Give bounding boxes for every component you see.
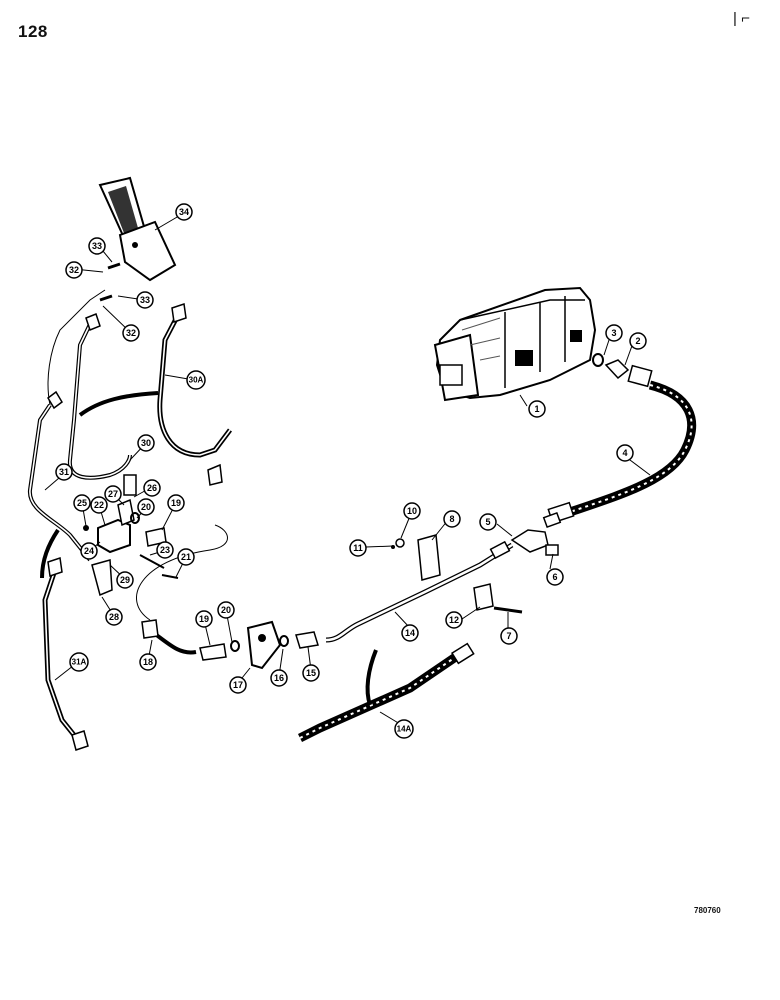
svg-text:10: 10 xyxy=(407,506,417,516)
callout: 27 xyxy=(104,485,122,503)
svg-text:34: 34 xyxy=(179,207,189,217)
callout: 3 xyxy=(605,324,623,342)
svg-text:26: 26 xyxy=(147,483,157,493)
svg-text:14: 14 xyxy=(405,628,415,638)
svg-text:3: 3 xyxy=(611,328,616,338)
callout: 15 xyxy=(302,664,320,682)
callout: 32 xyxy=(65,261,83,279)
svg-text:20: 20 xyxy=(141,502,151,512)
svg-text:20: 20 xyxy=(221,605,231,615)
callout: 30 xyxy=(137,434,155,452)
callout: 11 xyxy=(349,539,367,557)
callout: 6 xyxy=(546,568,564,586)
svg-text:11: 11 xyxy=(353,543,363,553)
svg-text:32: 32 xyxy=(126,328,136,338)
svg-text:30A: 30A xyxy=(189,376,204,385)
pump-fitting xyxy=(592,353,653,388)
callout: 33 xyxy=(88,237,106,255)
svg-text:31A: 31A xyxy=(72,658,87,667)
svg-text:33: 33 xyxy=(92,241,102,251)
callout: 5 xyxy=(479,513,497,531)
svg-text:19: 19 xyxy=(171,498,181,508)
callout: 24 xyxy=(80,542,98,560)
svg-text:25: 25 xyxy=(77,498,87,508)
svg-text:6: 6 xyxy=(552,572,557,582)
callout: 33 xyxy=(136,291,154,309)
svg-text:21: 21 xyxy=(181,552,191,562)
callout: 12 xyxy=(445,611,463,629)
hydraulic-pump xyxy=(433,286,597,402)
callout: 19 xyxy=(195,610,213,628)
callout: 8 xyxy=(443,510,461,528)
callout: 28 xyxy=(105,608,123,626)
callout: 18 xyxy=(139,653,157,671)
callout: 23 xyxy=(156,541,174,559)
svg-text:30: 30 xyxy=(141,438,151,448)
callout: 1 xyxy=(528,400,546,418)
svg-text:18: 18 xyxy=(143,657,153,667)
callout: 21 xyxy=(177,548,195,566)
page-number: 128 xyxy=(18,22,48,41)
callout: 31 xyxy=(55,463,73,481)
callout: 2 xyxy=(629,332,647,350)
bolt xyxy=(493,606,523,614)
svg-text:1: 1 xyxy=(534,404,539,414)
clamp-plate xyxy=(473,583,494,611)
svg-text:23: 23 xyxy=(160,545,170,555)
svg-text:22: 22 xyxy=(94,500,104,510)
svg-text:2: 2 xyxy=(635,336,640,346)
callout: 34 xyxy=(175,203,193,221)
svg-text:12: 12 xyxy=(449,615,459,625)
callout: 14A xyxy=(394,719,414,739)
callout: 7 xyxy=(500,627,518,645)
svg-text:8: 8 xyxy=(449,514,454,524)
callout: 10 xyxy=(403,502,421,520)
callout: 4 xyxy=(616,444,634,462)
callout: 20 xyxy=(217,601,235,619)
steering-cylinder xyxy=(98,176,177,282)
callout: 22 xyxy=(90,496,108,514)
svg-text:28: 28 xyxy=(109,612,119,622)
svg-text:17: 17 xyxy=(233,680,243,690)
svg-text:33: 33 xyxy=(140,295,150,305)
clamp xyxy=(417,534,441,581)
svg-text:15: 15 xyxy=(306,668,316,678)
callout: 20 xyxy=(137,498,155,516)
svg-text:7: 7 xyxy=(506,631,511,641)
callout: 29 xyxy=(116,571,134,589)
callout: 26 xyxy=(143,479,161,497)
flexible-hose xyxy=(297,650,463,743)
relief-valve xyxy=(199,620,319,670)
callout: 17 xyxy=(229,676,247,694)
svg-text:16: 16 xyxy=(274,673,284,683)
svg-text:19: 19 xyxy=(199,614,209,624)
callout: 32 xyxy=(122,324,140,342)
svg-text:14A: 14A xyxy=(397,725,412,734)
nut xyxy=(395,538,405,548)
svg-text:29: 29 xyxy=(120,575,130,585)
callout: 16 xyxy=(270,669,288,687)
svg-text:31: 31 xyxy=(59,467,69,477)
callout: 19 xyxy=(167,494,185,512)
callout: 25 xyxy=(73,494,91,512)
callout: 30A xyxy=(186,370,206,390)
svg-text:4: 4 xyxy=(622,448,627,458)
svg-text:32: 32 xyxy=(69,265,79,275)
tee-fitting xyxy=(510,511,562,556)
svg-text:5: 5 xyxy=(485,517,490,527)
callout: 31A xyxy=(69,652,89,672)
svg-text:27: 27 xyxy=(108,489,118,499)
svg-text:24: 24 xyxy=(84,546,94,556)
callout: 14 xyxy=(401,624,419,642)
valve-block xyxy=(83,474,179,597)
corner-mark: | ⌐ xyxy=(733,10,750,27)
figure-code: 780760 xyxy=(694,906,721,915)
